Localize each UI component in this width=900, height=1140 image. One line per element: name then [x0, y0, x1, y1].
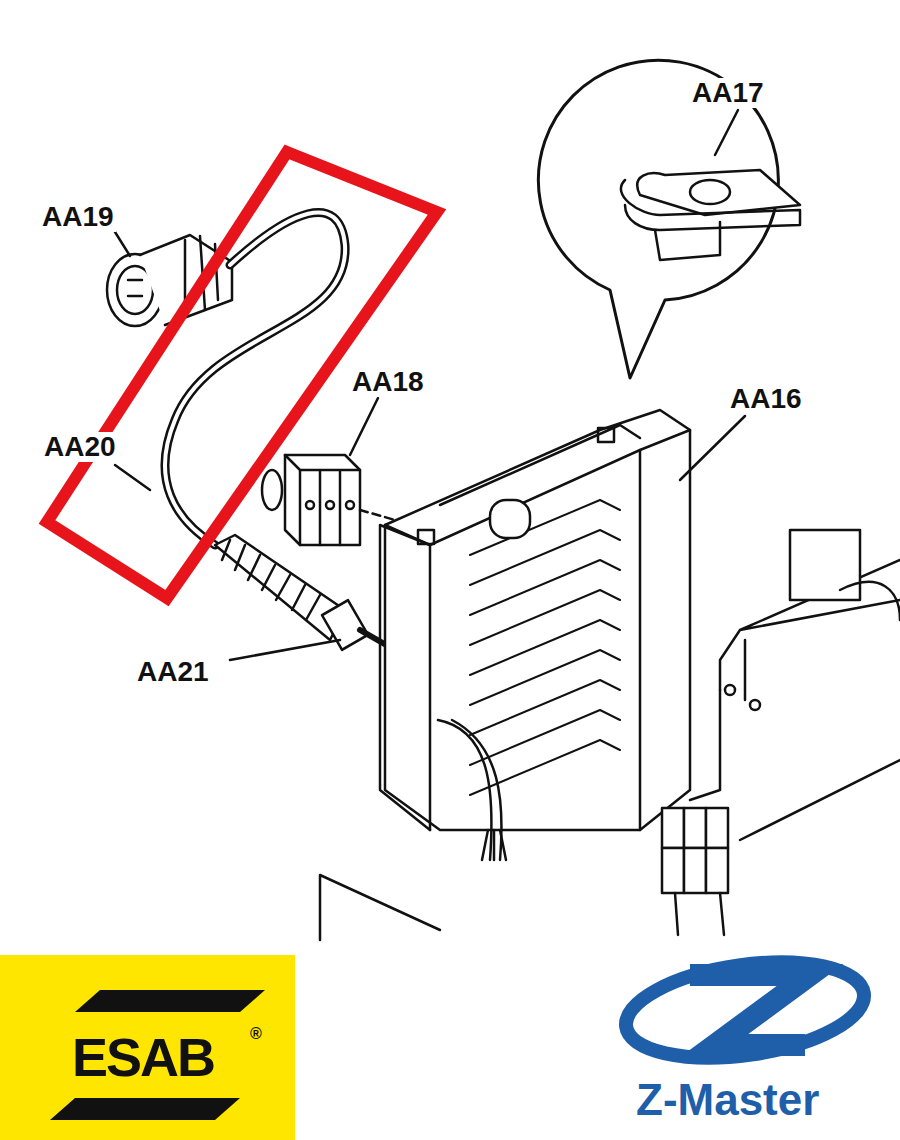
brand-logo-text: Z-Master — [636, 1078, 819, 1122]
callout-number: AA19 — [40, 202, 116, 232]
brand-logo-text: ESAB — [72, 1030, 214, 1084]
callout-number: AA17 — [690, 78, 766, 108]
callout-number: AA21 — [135, 657, 211, 687]
registered-mark: ® — [250, 1026, 262, 1042]
callout-number: AA16 — [728, 384, 804, 414]
callout-number: AA20 — [42, 432, 118, 462]
callout-number: AA18 — [350, 367, 426, 397]
